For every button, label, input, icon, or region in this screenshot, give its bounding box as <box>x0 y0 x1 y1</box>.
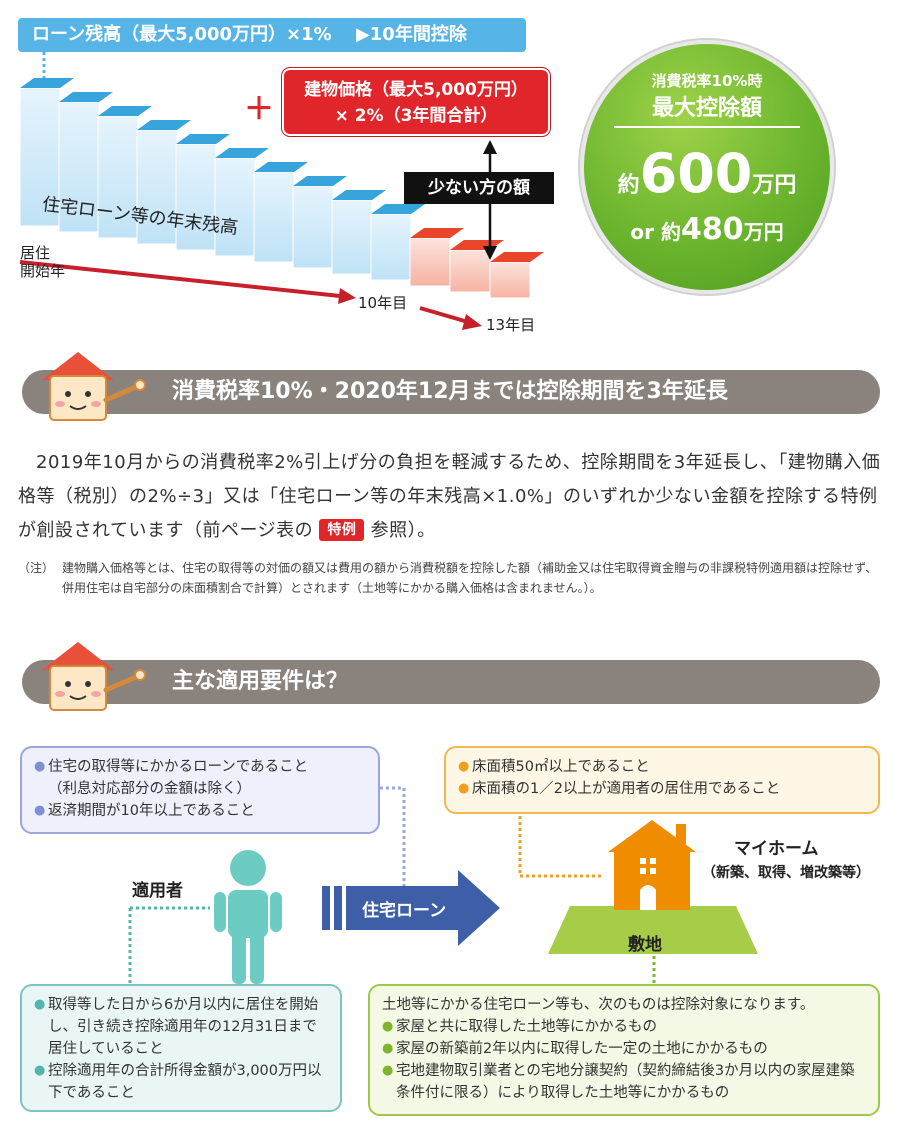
loan-requirements-box: ●住宅の取得等にかかるローンであること （利息対応部分の金額は除く） ●返済期間… <box>20 746 380 834</box>
house-character-icon <box>42 352 146 421</box>
balance-step-top <box>215 148 269 158</box>
stair-diagram <box>19 52 544 330</box>
balance-step-top <box>254 162 308 172</box>
bullet-icon: ● <box>458 781 470 796</box>
bullet-icon: ● <box>34 759 46 774</box>
circle-divider <box>614 126 800 128</box>
extension-step-top <box>410 228 464 238</box>
land-loan-box: 土地等にかかる住宅ローン等も、次のものは控除対象になります。 ●家屋と共に取得し… <box>368 984 880 1116</box>
requirements-diagram <box>128 786 758 984</box>
land-label: 敷地 <box>628 935 662 955</box>
balance-step <box>97 115 139 239</box>
balance-step <box>214 157 256 257</box>
balance-step-top <box>332 190 386 200</box>
balance-step-top <box>176 134 230 144</box>
residence-start-label: 居住 開始年 <box>20 244 66 280</box>
balance-step-top <box>59 92 113 102</box>
applicant-requirements-box: ●取得等した日から6か月以内に居住を開始し、引き続き控除適用年の12月31日まで… <box>20 984 342 1112</box>
balance-step <box>292 185 334 269</box>
balance-step <box>253 171 295 263</box>
balance-step <box>370 213 412 281</box>
loan-balance-banner: ローン残高（最大5,000万円）×1% ▶10年間控除 <box>18 18 526 52</box>
extension-step-top <box>450 240 504 250</box>
bullet-icon: ● <box>382 1063 394 1078</box>
circle-amount-main: 約600万円 <box>617 142 797 205</box>
extension-step-top <box>490 252 544 262</box>
bullet-icon: ● <box>34 997 46 1012</box>
bullet-icon: ● <box>34 1063 46 1078</box>
circle-line1: 消費税率10%時 <box>651 72 763 90</box>
plus-sign: ＋ <box>244 92 274 127</box>
year-13-label: 13年目 <box>486 316 536 334</box>
building-price-line2: × 2%（3年間合計） <box>334 106 498 126</box>
extension-description: 2019年10月からの消費税率2%引上げ分の負担を軽減するため、控除期間を3年延… <box>18 452 881 541</box>
bullet-icon: ● <box>382 1041 394 1056</box>
balance-step <box>175 143 217 251</box>
year-10-label: 10年目 <box>358 294 408 312</box>
applicant-label: 適用者 <box>132 881 183 901</box>
balance-step-top <box>20 78 74 88</box>
house-character-icon <box>42 642 146 711</box>
section-title-requirements: 主な適用要件は？ <box>22 660 880 704</box>
myhome-label: マイホーム <box>734 839 819 859</box>
balance-step <box>19 87 61 227</box>
lesser-amount-label: 少ない方の額 <box>404 172 554 204</box>
bullet-icon: ● <box>382 1019 394 1034</box>
bullet-icon: ● <box>34 803 46 818</box>
home-loan-arrow-label: 住宅ローン <box>362 901 447 921</box>
balance-step-top <box>293 176 347 186</box>
balance-step-top <box>98 106 152 116</box>
circle-amount-alt: or 約480万円 <box>630 212 784 247</box>
balance-step-top <box>371 204 425 214</box>
extension-step <box>409 237 451 287</box>
myhome-sub-label: （新築、取得、増改築等） <box>702 865 870 881</box>
balance-step <box>331 199 373 275</box>
special-case-badge: 特例 <box>319 519 365 541</box>
extension-step <box>489 261 531 299</box>
circle-line2: 最大控除額 <box>651 96 762 121</box>
balance-step-top <box>137 120 191 130</box>
building-price-line1: 建物価格（最大5,000万円） <box>304 80 528 100</box>
extension-step <box>449 249 491 293</box>
bullet-icon: ● <box>458 759 470 774</box>
building-price-box: 建物価格（最大5,000万円） × 2%（3年間合計） <box>282 68 550 136</box>
home-requirements-box: ●床面積50㎡以上であること ●床面積の1／2以上が適用者の居住用であること <box>444 746 880 814</box>
max-deduction-circle: 消費税率10%時 最大控除額 約600万円 or 約480万円 <box>580 40 834 294</box>
section-title-extension: 消費税率10%・2020年12月までは控除期間を3年延長 <box>22 370 880 414</box>
